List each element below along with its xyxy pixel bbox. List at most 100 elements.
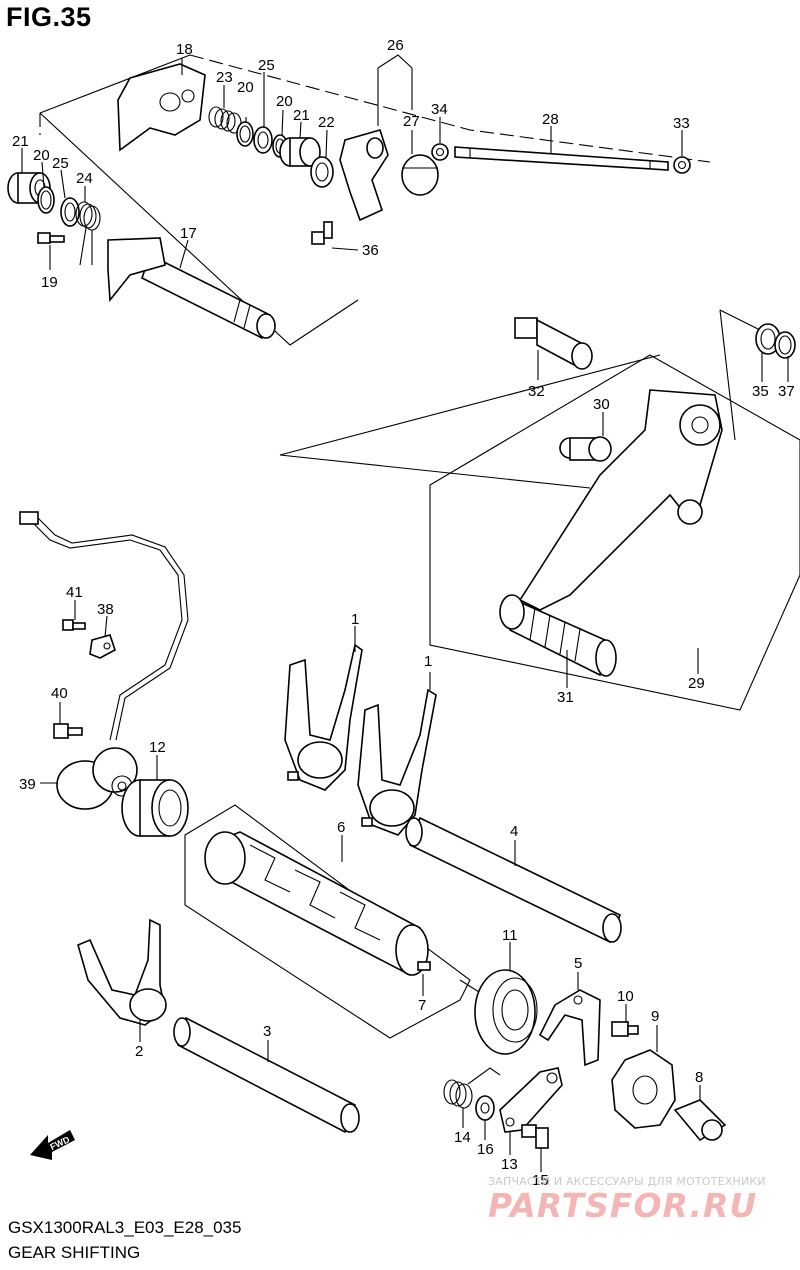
callout-26: 26	[387, 37, 404, 54]
part-4-fork-shaft	[405, 816, 622, 944]
part-41-screw	[62, 619, 86, 631]
callout-37: 37	[778, 383, 795, 400]
part-10-bolt	[611, 1021, 639, 1037]
part-18-stopper-plate	[117, 63, 206, 152]
part-24-return-spring	[75, 201, 101, 266]
callout-5: 5	[574, 955, 582, 972]
callout-9: 9	[651, 1008, 659, 1025]
callout-32: 32	[528, 383, 545, 400]
part-7-pin	[417, 961, 431, 971]
callout-1-b: 1	[424, 653, 432, 670]
callout-36: 36	[362, 242, 379, 259]
callout-41: 41	[66, 584, 83, 601]
part-38-clamp	[89, 634, 116, 659]
callout-16: 16	[477, 1141, 494, 1158]
callout-25-b: 25	[52, 155, 69, 172]
part-11-bearing	[474, 969, 538, 1055]
callout-15: 15	[532, 1172, 549, 1189]
figure-caption: GEAR SHIFTING	[8, 1243, 141, 1262]
callout-14: 14	[454, 1129, 471, 1146]
callout-8: 8	[695, 1069, 703, 1086]
callout-2: 2	[135, 1043, 143, 1060]
part-26-shift-arm	[339, 129, 389, 222]
part-21-bearing-right	[279, 137, 321, 167]
callout-35: 35	[752, 383, 769, 400]
callout-22: 22	[318, 114, 335, 131]
callout-4: 4	[510, 823, 518, 840]
part-13-stopper-arm	[499, 1067, 563, 1133]
figure-code: GSX1300RAL3_E03_E28_035	[8, 1218, 242, 1237]
callout-19: 19	[41, 274, 58, 291]
part-1-shift-fork-a	[284, 643, 363, 791]
callout-39: 39	[19, 776, 36, 793]
part-8-bolt	[673, 1099, 727, 1142]
part-25-seal-left	[60, 197, 80, 227]
callout-40: 40	[51, 685, 68, 702]
part-28-shift-rod	[454, 146, 669, 171]
part-39-gear-position-sensor	[19, 511, 189, 810]
part-36-bolt	[311, 221, 333, 245]
callout-23: 23	[216, 69, 233, 86]
callout-28: 28	[542, 111, 559, 128]
callout-31: 31	[557, 689, 574, 706]
part-6-gearshift-cam	[204, 831, 429, 977]
callout-7: 7	[418, 997, 426, 1014]
callout-11: 11	[502, 927, 518, 944]
part-16-washer	[475, 1095, 495, 1121]
part-1-shift-fork-b	[357, 688, 437, 836]
part-20-ring-left	[37, 186, 55, 214]
callout-3: 3	[263, 1023, 271, 1040]
callout-38: 38	[97, 601, 114, 618]
part-3-fork-shaft	[173, 1016, 360, 1134]
callout-25-a: 25	[258, 57, 275, 74]
callout-18: 18	[176, 41, 193, 58]
part-25-seal-center	[253, 126, 273, 154]
watermark-tagline: ЗАПЧАСТИ И АКСЕССУАРЫ ДЛЯ МОТОТЕХНИКИ	[488, 1175, 766, 1188]
callout-21-b: 21	[12, 133, 29, 150]
callout-20-a: 20	[237, 79, 254, 96]
part-27-ball-joint	[401, 154, 439, 196]
part-37-circlip	[774, 331, 796, 359]
part-29-shift-lever	[518, 389, 723, 611]
frame-shift-pedal-assembly	[279, 309, 800, 711]
part-31-foot-peg-rubber	[499, 594, 617, 677]
fwd-direction-arrow: FWD	[30, 1130, 75, 1160]
callout-30: 30	[593, 396, 610, 413]
callout-34: 34	[431, 101, 448, 118]
part-33-nut	[673, 156, 691, 174]
part-5-stopper-plate	[538, 989, 601, 1067]
part-12-bearing	[121, 779, 189, 837]
part-30-bushing	[559, 436, 612, 462]
part-22-oil-seal	[310, 156, 334, 188]
callout-17: 17	[180, 225, 197, 242]
part-20-ring-center	[236, 121, 254, 147]
callout-12: 12	[149, 739, 166, 756]
callout-13: 13	[501, 1156, 518, 1173]
frame-shift-shaft-assembly	[39, 54, 711, 346]
callout-24: 24	[76, 170, 93, 187]
callout-33: 33	[673, 115, 690, 132]
watermark-logo: PARTSFOR.RU	[488, 1186, 758, 1225]
part-19-bolt	[37, 232, 65, 244]
part-17-shift-shaft	[107, 237, 276, 340]
leader-lines	[21, 54, 789, 1172]
callout-6: 6	[337, 819, 345, 836]
callout-27: 27	[403, 113, 420, 130]
part-14-spring	[443, 1067, 501, 1109]
part-15-bolt	[521, 1124, 549, 1149]
callout-20-b: 20	[276, 93, 293, 110]
callout-29: 29	[688, 675, 705, 692]
callout-1-a: 1	[351, 611, 359, 628]
callout-20-c: 20	[33, 147, 50, 164]
part-9-cam-driven-gear	[611, 1049, 676, 1129]
callout-21-a: 21	[293, 107, 310, 124]
part-23-spring	[208, 106, 242, 134]
figure-title: FIG.35	[6, 2, 92, 32]
part-32-pivot-bolt	[514, 317, 593, 370]
part-2-shift-fork-c	[77, 918, 167, 1026]
callout-labels: 18 26 23 20 25 20 21 22 27 34 28 33 21 2…	[12, 37, 795, 1189]
callout-10: 10	[617, 988, 634, 1005]
part-40-bolt	[53, 723, 83, 739]
part-34-nut	[431, 143, 449, 161]
